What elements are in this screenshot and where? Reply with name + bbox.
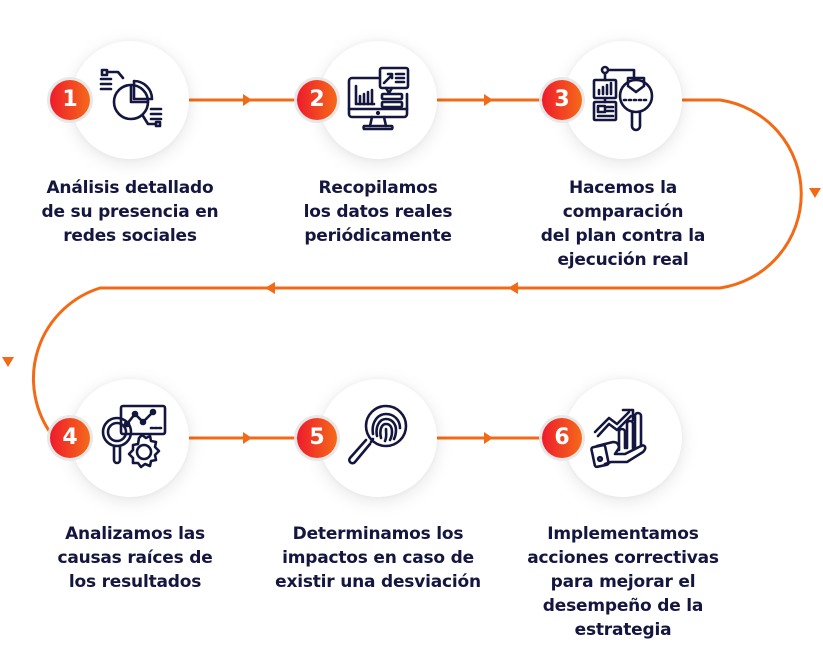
step-2-badge: 2 [297, 80, 337, 120]
step-2-label: Recopilamos los datos reales periódicame… [258, 176, 498, 248]
step-4-line-3: los resultados [68, 572, 202, 592]
step-3-line-4: ejecución real [557, 250, 689, 270]
step-6-circle [564, 379, 682, 497]
step-2-line-3: periódicamente [304, 226, 452, 246]
arrowhead-loop-mid-2 [265, 282, 275, 294]
step-6-badge: 6 [542, 418, 582, 458]
step-2-line-1: Recopilamos [318, 178, 438, 198]
step-5-circle [319, 379, 437, 497]
arrowhead-4-5 [243, 432, 252, 444]
step-6-line-2: acciones correctivas [527, 548, 719, 568]
monitor-dashboard-icon [344, 64, 414, 134]
step-1-badge: 1 [50, 80, 90, 120]
arrowhead-loop-mid-1 [508, 282, 518, 294]
step-4-line-1: Analizamos las [65, 524, 205, 544]
step-1-line-1: Análisis detallado [46, 178, 214, 198]
step-6-line-1: Implementamos [547, 524, 699, 544]
fingerprint-search-icon [344, 402, 414, 472]
step-3-label: Hacemos la comparación del plan contra l… [503, 176, 743, 272]
arrowhead-loop-right [809, 188, 821, 198]
connector-3-4-loop [32, 98, 803, 437]
arrowhead-5-6 [484, 432, 493, 444]
step-5-badge: 5 [297, 418, 337, 458]
hand-growth-chart-icon [589, 402, 659, 472]
step-5-line-1: Determinamos los [292, 524, 464, 544]
arrowhead-1-2 [243, 94, 252, 106]
step-6-line-3: para mejorar el [550, 572, 696, 592]
step-3-line-2: comparación [562, 202, 684, 222]
analysis-gear-icon [99, 402, 169, 472]
step-6-line-5: estrategia [574, 620, 672, 640]
step-1-line-2: de su presencia en [41, 202, 219, 222]
step-1-label: Análisis detallado de su presencia en re… [10, 176, 250, 248]
step-2-circle [319, 41, 437, 159]
step-2-line-2: los datos reales [303, 202, 453, 222]
step-6-label: Implementamos acciones correctivas para … [503, 522, 743, 642]
arrowhead-2-3 [484, 94, 493, 106]
step-5-line-2: impactos en caso de [282, 548, 474, 568]
compare-magnifier-icon [590, 64, 660, 134]
step-6-line-4: desempeño de la [542, 596, 704, 616]
step-3-line-3: del plan contra la [540, 226, 706, 246]
step-1-line-3: redes sociales [63, 226, 197, 246]
step-4-badge: 4 [50, 418, 90, 458]
step-3-line-1: Hacemos la [568, 178, 678, 198]
pie-chart-analysis-icon [96, 64, 166, 134]
step-5-label: Determinamos los impactos en caso de exi… [258, 522, 498, 594]
step-3-badge: 3 [542, 80, 582, 120]
step-5-line-3: existir una desviación [275, 572, 481, 592]
arrowhead-loop-left [2, 357, 14, 367]
step-4-line-2: causas raíces de [57, 548, 213, 568]
step-4-label: Analizamos las causas raíces de los resu… [15, 522, 255, 594]
